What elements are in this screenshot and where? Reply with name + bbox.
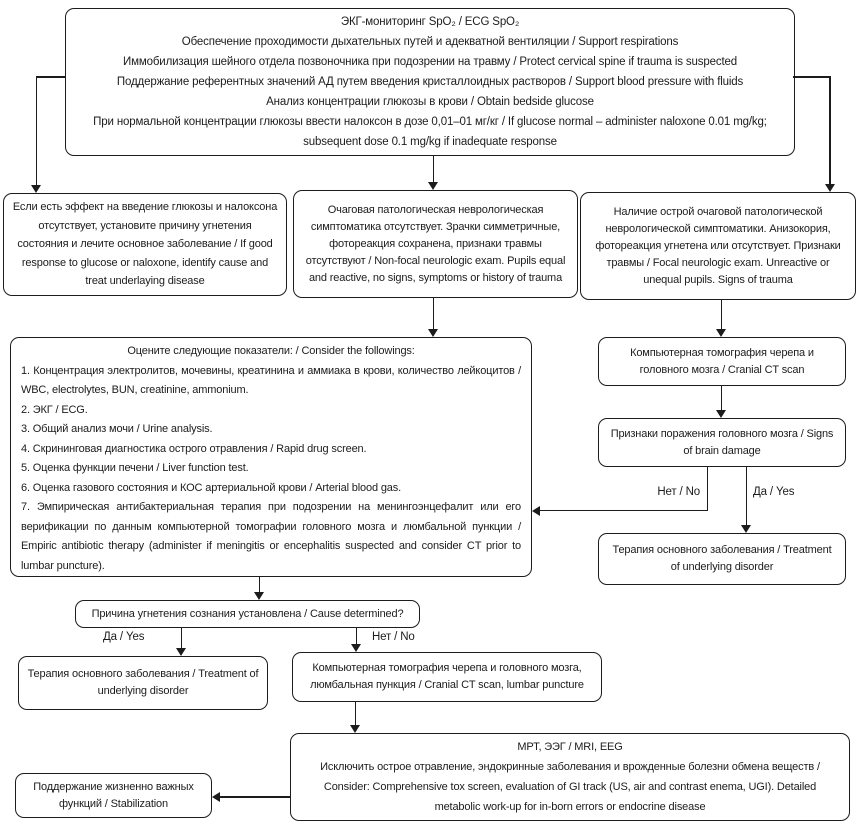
initial-line: Обеспечение проходимости дыхательных пут…	[181, 36, 679, 48]
connector-line	[35, 76, 38, 186]
arrowhead-down-icon	[716, 410, 726, 418]
initial-line: При нормальной концентрации глюкозы ввес…	[93, 116, 767, 148]
connector-line	[540, 509, 708, 512]
consider-item: 1. Концентрация электролитов, мочевины, …	[21, 364, 521, 397]
connector-line	[258, 576, 261, 593]
glucose-naloxone-response-box: Если есть эффект на введение глюкозы и н…	[3, 193, 287, 296]
arrowhead-down-icon	[428, 329, 438, 337]
stabilization-box: Поддержание жизненно важных функций / St…	[15, 773, 212, 818]
cause-no-label: Нет / No	[372, 631, 415, 643]
consider-title: Оцените следующие показатели: / Consider…	[127, 345, 415, 357]
consider-item: 6. Оценка газового состояния и КОС артер…	[21, 481, 402, 494]
initial-line: Иммобилизация шейного отдела позвоночник…	[122, 56, 738, 68]
arrowhead-down-icon	[824, 184, 835, 192]
cause-yes-label: Да / Yes	[103, 631, 145, 643]
cranial-ct-box: Компьютерная томография черепа и головно…	[598, 337, 846, 386]
arrowhead-down-icon	[31, 185, 41, 193]
connector-line	[745, 466, 748, 526]
nonfocal-exam-box: Очаговая патологическая неврологическая …	[293, 190, 578, 298]
connector-line	[354, 701, 357, 726]
brain-damage-box: Признаки поражения головного мозга / Sig…	[598, 418, 846, 467]
ct-lumbar-puncture-box: Компьютерная томография черепа и головно…	[292, 652, 602, 702]
arrowhead-down-icon	[716, 329, 726, 337]
consider-item: 2. ЭКГ / ECG.	[21, 403, 88, 416]
focal-exam-box: Наличие острой очаговой патологической н…	[580, 192, 856, 300]
connector-line	[432, 297, 435, 330]
connector-line	[180, 627, 183, 649]
arrowhead-left-icon	[532, 505, 540, 516]
mri-body: Исключить острое отравление, эндокринные…	[320, 761, 820, 813]
consider-item: 7. Эмпирическая антибактериальная терапи…	[21, 501, 521, 572]
mri-eeg-box: МРТ, ЭЭГ / MRI, EEG Исключить острое отр…	[290, 733, 850, 821]
arrowhead-down-icon	[741, 525, 751, 533]
connector-line	[829, 76, 831, 185]
arrowhead-down-icon	[350, 725, 360, 733]
brain-damage-no-label: Нет / No	[657, 486, 700, 498]
arrowhead-down-icon	[176, 648, 186, 656]
mri-title: МРТ, ЭЭГ / MRI, EEG	[517, 741, 623, 753]
consider-item: 3. Общий анализ мочи / Urine analysis.	[21, 423, 213, 435]
consider-workup-box: Оцените следующие показатели: / Consider…	[10, 337, 532, 577]
connector-line	[355, 627, 358, 645]
initial-line: Поддержание референтных значений АД путе…	[116, 76, 744, 88]
initial-line: Анализ концентрации глюкозы в крови / Ob…	[266, 96, 594, 108]
connector-line	[36, 76, 66, 78]
connector-line	[219, 796, 290, 798]
arrowhead-down-icon	[254, 592, 264, 600]
consider-item: 5. Оценка функции печени / Liver functio…	[21, 462, 249, 474]
arrowhead-down-icon	[351, 644, 361, 652]
arrowhead-left-icon	[212, 792, 220, 802]
connector-line	[720, 299, 723, 330]
connector-line	[720, 385, 723, 411]
initial-line: ЭКГ-мониторинг SpO₂ / ECG SpO₂	[340, 16, 520, 28]
brain-damage-yes-label: Да / Yes	[753, 486, 795, 498]
connector-line	[793, 76, 830, 78]
cause-determined-box: Причина угнетения сознания установлена /…	[75, 600, 420, 628]
consider-item: 4. Скрининговая диагностика острого отра…	[21, 442, 367, 455]
treatment-underlying-right-box: Терапия основного заболевания / Treatmen…	[598, 533, 846, 585]
connector-line	[706, 466, 709, 511]
connector-line	[432, 155, 435, 183]
treatment-underlying-left-box: Терапия основного заболевания / Treatmen…	[18, 656, 268, 710]
arrowhead-down-icon	[428, 182, 438, 190]
initial-management-box: ЭКГ-мониторинг SpO₂ / ECG SpO₂ Обеспечен…	[65, 8, 795, 156]
